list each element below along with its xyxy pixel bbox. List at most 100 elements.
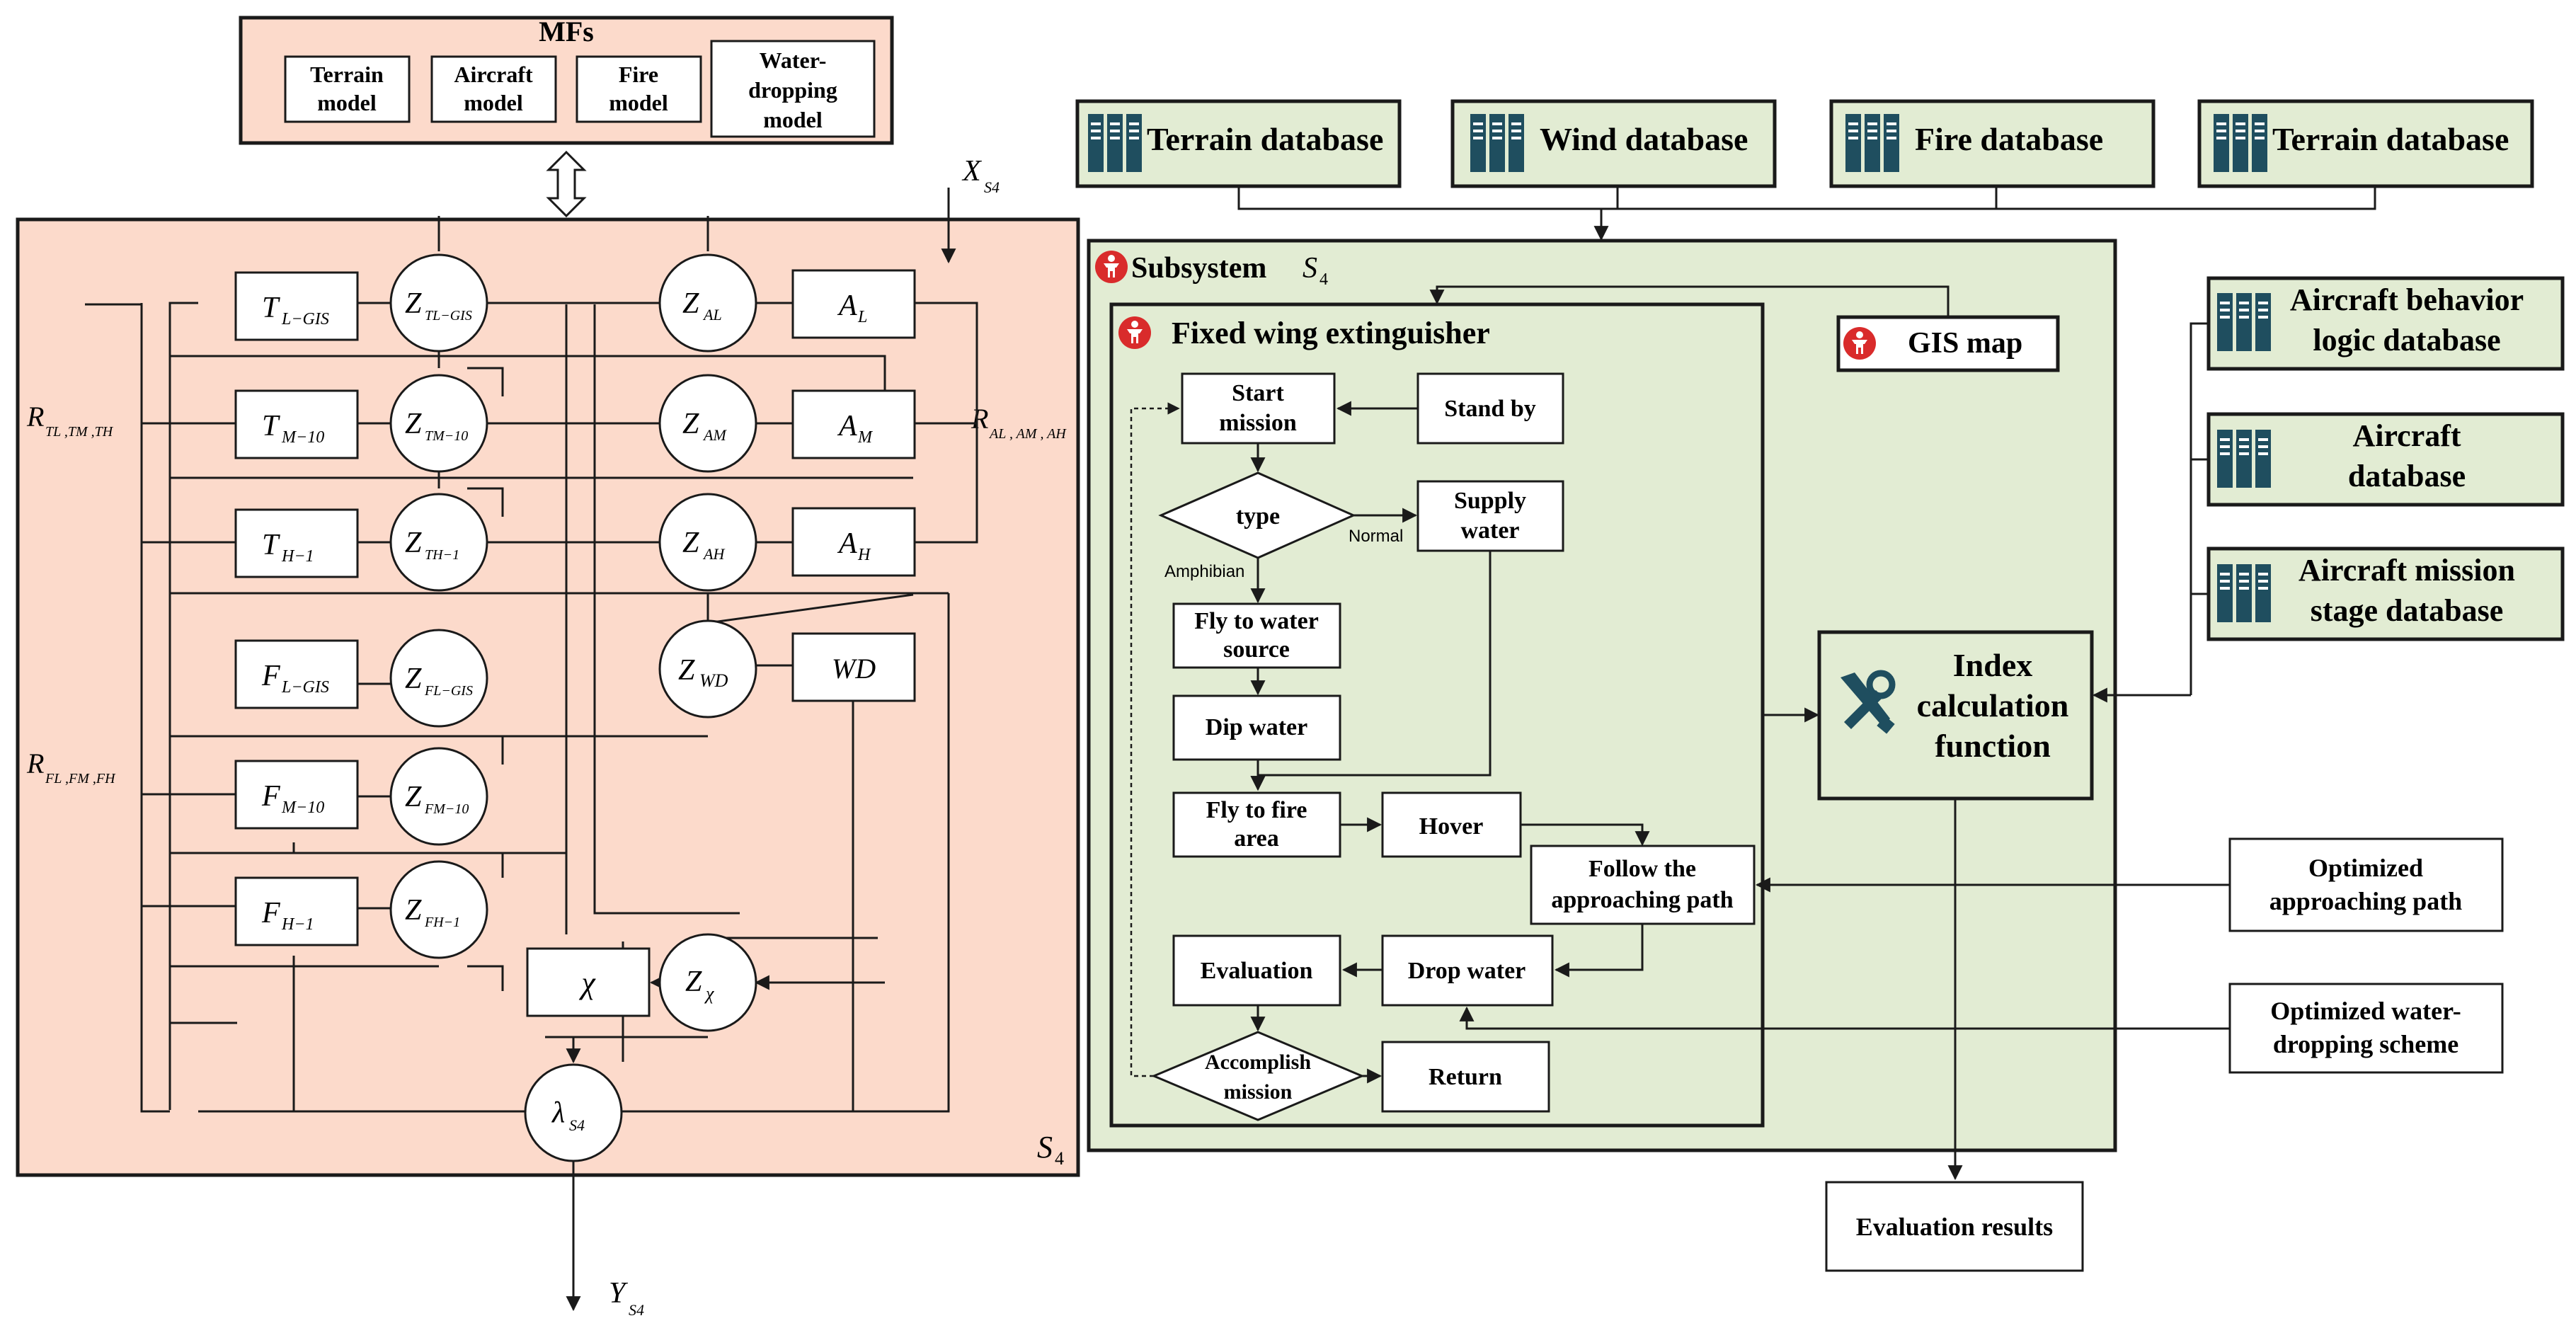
node-label: source (1223, 636, 1290, 663)
optimized-approaching-path-box: Optimized approaching path (2228, 837, 2504, 932)
chi-box: χ (526, 947, 651, 1017)
circle-main: Z (405, 663, 422, 695)
z-wd-circle: Z WD (658, 619, 757, 719)
r-f-sub: FL ,FM ,FH (45, 771, 116, 786)
r-t-sub: TL ,TM ,TH (45, 424, 114, 440)
optimized-label: Optimized water- (2270, 997, 2461, 1025)
t-m-10-box: T M−10 (234, 389, 359, 459)
mf-label: dropping (748, 77, 837, 103)
f-h-1-box: F H−1 (234, 876, 359, 946)
z-t-h-1-circle: Z TH−1 (389, 493, 488, 592)
z-a-m-circle: Z AM (658, 374, 757, 473)
evaluation-results-box: Evaluation results (1825, 1181, 2084, 1272)
circle-sub: WD (699, 670, 728, 691)
optimized-label: dropping scheme (2273, 1030, 2458, 1058)
box-main: A (837, 527, 857, 560)
node-label: Follow the (1588, 856, 1696, 882)
z-t-l-gis-circle: Z TL−GIS (389, 253, 488, 353)
z-t-m-10-circle: Z TM−10 (389, 374, 488, 473)
optimized-water-dropping-box: Optimized water- dropping scheme (2228, 983, 2504, 1074)
output-y-sub: S4 (629, 1301, 644, 1319)
node-label: Fly to fire (1206, 797, 1307, 823)
database-icon (1470, 114, 1524, 172)
f-l-gis-box: F L−GIS (234, 639, 359, 709)
mf-label: Aircraft (454, 62, 533, 87)
box-main: A (837, 410, 857, 442)
index-label: calculation (1917, 687, 2069, 723)
index-calculation-box: Index calculation function (1817, 630, 2094, 801)
database-icon (2217, 564, 2271, 622)
circle-main: Z (405, 781, 422, 813)
aircraft-database: Aircraft database (2206, 412, 2565, 507)
wind-database: Wind database (1450, 99, 1777, 188)
node-label: Return (1429, 1064, 1502, 1090)
a-m-box: A M (791, 389, 916, 459)
circle-sub: FH−1 (424, 915, 460, 930)
z-f-h-1-circle: Z FH−1 (389, 860, 488, 959)
gis-map-label: GIS map (1908, 327, 2022, 360)
r-f-label: R (26, 748, 44, 779)
lambda-circle: λ S4 (524, 1063, 623, 1162)
node-label: mission (1224, 1080, 1293, 1104)
optimized-label: Optimized (2308, 854, 2423, 882)
circle-sub: χ (704, 983, 714, 1004)
node-label: Accomplish (1205, 1051, 1311, 1074)
subsystem-title: Subsystem (1131, 252, 1266, 285)
z-chi-circle: Z χ (658, 933, 757, 1032)
database-icon (2217, 293, 2271, 351)
box-sub: H−1 (281, 547, 314, 566)
evaluation-results-label: Evaluation results (1856, 1213, 2053, 1241)
output-y-label: Y (609, 1277, 629, 1310)
node-label: type (1236, 503, 1280, 530)
amphibian-label: Amphibian (1164, 562, 1244, 581)
circle-sub: TL−GIS (425, 308, 472, 324)
circle-main: Z (678, 654, 695, 687)
box-main: χ (578, 966, 596, 1000)
follow-path-node: Follow the approaching path (1530, 845, 1756, 925)
r-t-label: R (26, 401, 44, 433)
circle-sub: FL−GIS (424, 683, 473, 699)
circle-main: Z (685, 966, 702, 998)
circle-sub: AL (702, 306, 722, 324)
box-sub: H (857, 546, 871, 564)
mf-label: Terrain (310, 62, 384, 87)
circle-main: Z (405, 527, 422, 559)
a-h-box: A H (791, 507, 916, 577)
node-label: area (1234, 825, 1279, 852)
mf-label: model (609, 90, 668, 115)
input-x-sub: S4 (984, 178, 1000, 196)
f-m-10-box: F M−10 (234, 760, 359, 830)
wiring (85, 216, 978, 1113)
box-main: T (262, 292, 280, 324)
input-x-label: X (961, 155, 983, 188)
return-node: Return (1381, 1041, 1550, 1113)
db-label: Aircraft mission (2299, 553, 2515, 588)
person-icon (1095, 251, 1128, 283)
evaluation-node: Evaluation (1172, 934, 1341, 1007)
db-label: Fire database (1915, 121, 2103, 157)
database-icon (1088, 114, 1142, 172)
mfs-panel: MFs Terrain model Aircraft model Fire mo… (239, 16, 894, 145)
top-databases: Terrain database Wind database Fire data… (1075, 99, 2534, 241)
normal-label: Normal (1349, 527, 1403, 546)
mf-label: model (464, 90, 523, 115)
box-sub: L−GIS (281, 310, 329, 328)
t-h-1-box: T H−1 (234, 508, 359, 578)
z-f-m-10-circle: Z FM−10 (389, 747, 488, 846)
subsystem-sub: 4 (1320, 270, 1328, 289)
type-decision: type (1158, 471, 1356, 559)
a-l-box: A L (791, 269, 916, 339)
accomplish-decision: Accomplish mission (1151, 1031, 1365, 1121)
node-label: mission (1219, 410, 1297, 436)
coupled-model-panel: X S4 S 4 R TL ,TM ,TH R FL ,FM ,FH R AL … (16, 155, 1080, 1177)
subsystem-symbol: S (1303, 252, 1317, 285)
subsystem-panel: Subsystem S 4 GIS map Fixed wing extingu… (1087, 239, 2117, 1152)
hover-node: Hover (1381, 791, 1522, 858)
db-label: Aircraft behavior (2290, 282, 2524, 317)
node-label: Start (1232, 380, 1284, 406)
box-sub: M−10 (281, 428, 324, 447)
node-label: Evaluation (1201, 958, 1313, 984)
box-main: T (262, 529, 280, 561)
index-label: Index (1953, 647, 2032, 683)
mfs-title: MFs (539, 16, 594, 47)
